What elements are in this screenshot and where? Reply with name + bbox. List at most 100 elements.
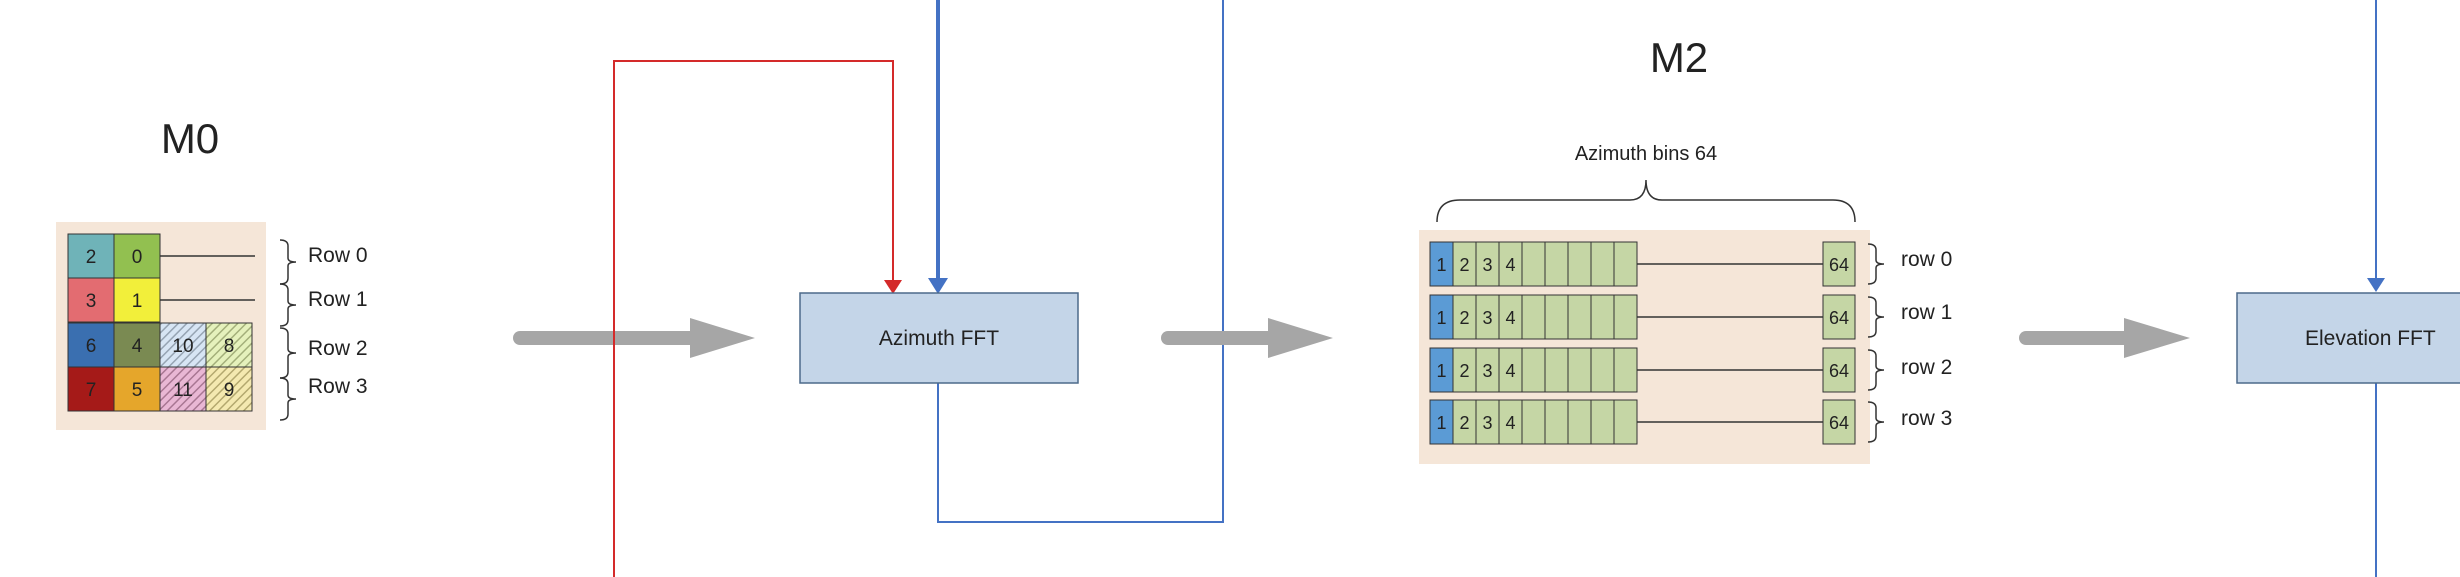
m2-bin-label: 4 <box>1505 361 1515 381</box>
m2-bin-cell <box>1544 399 1569 445</box>
m2-bin-cell <box>1590 399 1615 445</box>
m2-last-bin-cell <box>1822 347 1856 393</box>
m0-row-label: Row 0 <box>308 244 368 267</box>
m2-title: M2 <box>1650 34 1708 81</box>
blue-input-path <box>928 0 1224 523</box>
m2-bin-cell <box>1544 294 1569 340</box>
m2-bin-cell <box>1521 294 1546 340</box>
m0-cell-label: 1 <box>132 291 143 312</box>
azimuth-fft-label: Azimuth FFT <box>879 327 999 350</box>
m0-row-label: Row 3 <box>308 375 368 398</box>
m2-bin-label: 2 <box>1459 255 1469 275</box>
m2-last-bin-label: 64 <box>1829 255 1849 275</box>
m0-row-labels: Row 0 Row 1 Row 2 Row 3 <box>279 239 368 421</box>
m0-cell-label: 11 <box>173 380 193 401</box>
m2-row-brace <box>1867 349 1885 391</box>
m0-cell-label: 7 <box>86 380 97 401</box>
m2-last-bin-label: 64 <box>1829 413 1849 433</box>
m2-last-bin-label: 64 <box>1829 308 1849 328</box>
m0-cell: 1 <box>113 277 161 323</box>
flow-arrow-1 <box>513 318 755 358</box>
m0-cell: 11 <box>159 366 207 412</box>
m0-cell: 9 <box>205 366 253 412</box>
m2-bin-cell <box>1590 347 1615 393</box>
m2-last-bin-cell <box>1822 294 1856 340</box>
m2-row-brace <box>1867 401 1885 443</box>
m0-cell: 7 <box>67 366 115 412</box>
m2-bin-cell <box>1567 241 1592 287</box>
m2-row-brace <box>1867 296 1885 338</box>
m0-cell: 3 <box>67 277 115 323</box>
m2-last-bin-label: 64 <box>1829 361 1849 381</box>
m2-bin-label: 2 <box>1459 308 1469 328</box>
m2-bin-cell <box>1544 347 1569 393</box>
m2-last-bin-cell <box>1822 399 1856 445</box>
azimuth-bins-label: Azimuth bins 64 <box>1575 143 1717 165</box>
m0-cell-label: 0 <box>132 247 143 268</box>
m2-bin-cell <box>1613 347 1638 393</box>
m2-bin-cell <box>1567 347 1592 393</box>
m0-cell: 0 <box>113 233 161 279</box>
m2-bin-label: 1 <box>1436 308 1446 328</box>
m2-bin-cell <box>1613 294 1638 340</box>
m0-row-label: Row 2 <box>308 337 368 360</box>
m0-cell-label: 6 <box>86 336 97 357</box>
m0-cell-label: 9 <box>224 380 235 401</box>
azimuth-fft-box <box>799 292 1079 384</box>
m2-bin-label: 1 <box>1436 413 1446 433</box>
m2-bin-cell <box>1613 399 1638 445</box>
m2-bin-label: 3 <box>1482 255 1492 275</box>
m0-cell: 5 <box>113 366 161 412</box>
blue-elevation-path <box>2367 0 2385 577</box>
m2-bin-cell <box>1590 241 1615 287</box>
m0-cell: 8 <box>205 322 253 368</box>
m0-grid: 2 0 3 1 6 4 10 8 7 5 11 9 <box>67 233 255 412</box>
m2-bin-cell <box>1521 241 1546 287</box>
m2-row-brace <box>1867 243 1885 285</box>
m0-cell-label: 2 <box>86 247 97 268</box>
m2-bin-cell <box>1567 399 1592 445</box>
m0-cell-label: 4 <box>132 336 143 357</box>
m2-last-bin-cell <box>1822 241 1856 287</box>
red-feedback-path <box>613 60 902 577</box>
m2-bin-label: 4 <box>1505 255 1515 275</box>
m2-bin-label: 1 <box>1436 361 1446 381</box>
m0-cell: 6 <box>67 322 115 368</box>
azimuth-bins-brace <box>1436 179 1856 223</box>
m2-bin-cell <box>1567 294 1592 340</box>
m0-cell-label: 3 <box>86 291 97 312</box>
m0-cell: 2 <box>67 233 115 279</box>
m2-bin-label: 4 <box>1505 308 1515 328</box>
m0-title: M0 <box>161 115 219 162</box>
m2-row-label: row 3 <box>1901 407 1952 430</box>
m2-bin-cell <box>1521 347 1546 393</box>
m0-row-brace <box>279 327 297 379</box>
flow-arrow-3 <box>2019 318 2190 358</box>
m0-row-brace <box>279 377 297 421</box>
m2-bin-label: 3 <box>1482 361 1492 381</box>
elevation-fft-box <box>2236 292 2460 384</box>
m0-cell: 10 <box>159 322 207 368</box>
m2-bin-label: 2 <box>1459 361 1469 381</box>
m0-row-brace <box>279 239 297 285</box>
m2-bin-label: 4 <box>1505 413 1515 433</box>
m0-cell-label: 8 <box>224 336 235 357</box>
m0-row-label: Row 1 <box>308 288 368 311</box>
m2-bin-cell <box>1544 241 1569 287</box>
m2-bin-cell <box>1613 241 1638 287</box>
m2-bin-cell <box>1590 294 1615 340</box>
flow-arrow-2 <box>1161 318 1333 358</box>
m0-cell-label: 10 <box>172 336 193 357</box>
m0-cell-label: 5 <box>132 380 143 401</box>
m2-bin-label: 1 <box>1436 255 1446 275</box>
m0-row-brace <box>279 283 297 327</box>
m2-bin-label: 2 <box>1459 413 1469 433</box>
m2-bin-label: 3 <box>1482 308 1492 328</box>
m2-bin-label: 3 <box>1482 413 1492 433</box>
